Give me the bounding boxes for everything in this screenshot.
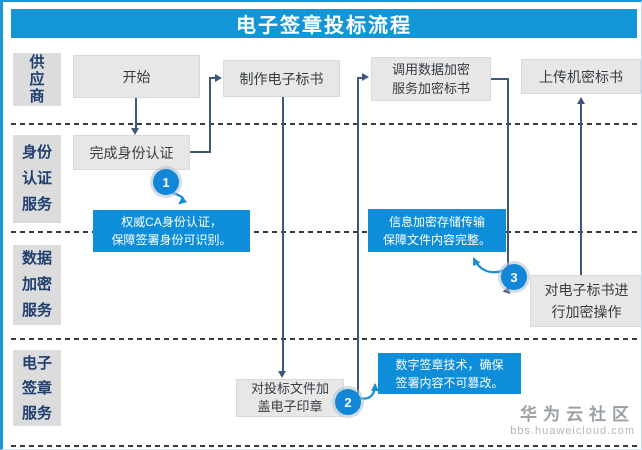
lane-label-identity-service: 身份 认证 服务 <box>13 135 61 223</box>
step-badge-3: 3 <box>501 264 527 290</box>
page-title: 电子签章投标流程 <box>236 15 412 37</box>
lane-divider-3 <box>11 338 641 340</box>
arrowhead-start-to-auth <box>131 128 139 135</box>
watermark: 华为云社区 bbs.huaweicloud.com <box>510 405 635 438</box>
node-stamp-seal: 对投标文件加 盖电子印章 <box>236 379 344 417</box>
arrowhead-into-stamp <box>278 371 286 378</box>
lane-label-encryption-service: 数据 加密 服务 <box>13 245 61 325</box>
lane-divider-2 <box>11 231 641 233</box>
node-start: 开始 <box>73 55 200 98</box>
step-badge-1: 1 <box>153 169 179 195</box>
connector-make-to-stamp <box>282 97 284 372</box>
connector-stamp-to-call-h <box>357 77 363 79</box>
callout-ca-authentication: 权威CA身份认证， 保障签署身份可识别。 <box>93 210 250 252</box>
title-bar: 电子签章投标流程 <box>11 9 637 38</box>
watermark-name: 华为云社区 <box>520 405 635 424</box>
callout-digital-signature: 数字签章技术，确保 签署内容不可篡改。 <box>378 353 521 394</box>
connector-stamp-to-call-v <box>357 77 359 394</box>
connector-call-elbow-h <box>491 78 508 80</box>
callout-encrypted-storage: 信息加密存储传输 保障文件内容完整。 <box>368 209 506 252</box>
step-badge-2: 2 <box>335 389 361 415</box>
lane-divider-1 <box>11 123 641 125</box>
arrowhead-into-upload <box>576 97 585 104</box>
curve-badge2-to-signature <box>357 383 379 400</box>
node-call-encrypt: 调用数据加密 服务加密标书 <box>371 57 491 101</box>
lane-label-signature-service: 电子 签章 服务 <box>13 350 61 426</box>
node-encrypt-operation: 对电子标书进 行加密操作 <box>530 275 641 327</box>
arrowhead-into-call-encrypt <box>362 72 369 81</box>
connector-auth-to-make <box>209 77 216 79</box>
connector-encrypt-op-to-upload <box>580 104 582 275</box>
connector-start-to-auth <box>135 98 137 129</box>
node-make-bid: 制作电子标书 <box>223 60 340 97</box>
curve-badge1-to-ca <box>169 190 188 205</box>
node-complete-auth: 完成身份认证 <box>73 135 190 170</box>
node-upload-bid: 上传机密标书 <box>521 59 641 94</box>
lane-label-supplier: 供 应 商 <box>13 53 61 106</box>
curve-badge3-to-storage <box>472 257 507 274</box>
lane-divider-4 <box>11 445 641 447</box>
arrowhead-into-make-bid <box>215 73 222 82</box>
connector-auth-elbow-h <box>190 151 211 153</box>
watermark-url: bbs.huaweicloud.com <box>510 425 635 437</box>
connector-auth-elbow-v <box>209 77 211 153</box>
connector-call-to-encrypt-op <box>507 78 509 290</box>
